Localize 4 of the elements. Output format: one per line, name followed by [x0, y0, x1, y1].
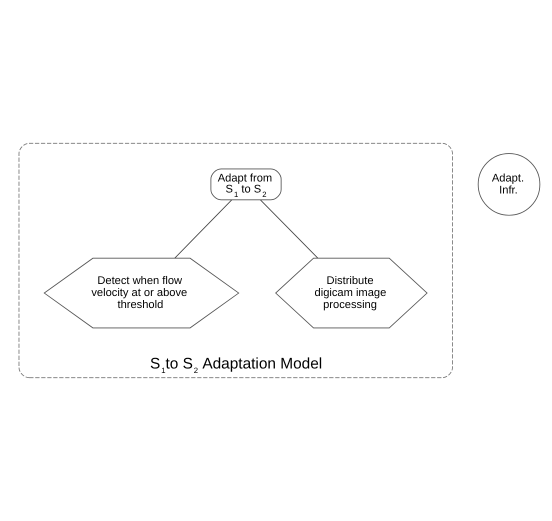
node-box: Adapt from S$_{1}$ to S$_{2}$: [210, 168, 282, 200]
node-circle: Adapt. Infr.: [478, 153, 540, 216]
connector: [174, 199, 232, 259]
connector: [260, 199, 318, 259]
